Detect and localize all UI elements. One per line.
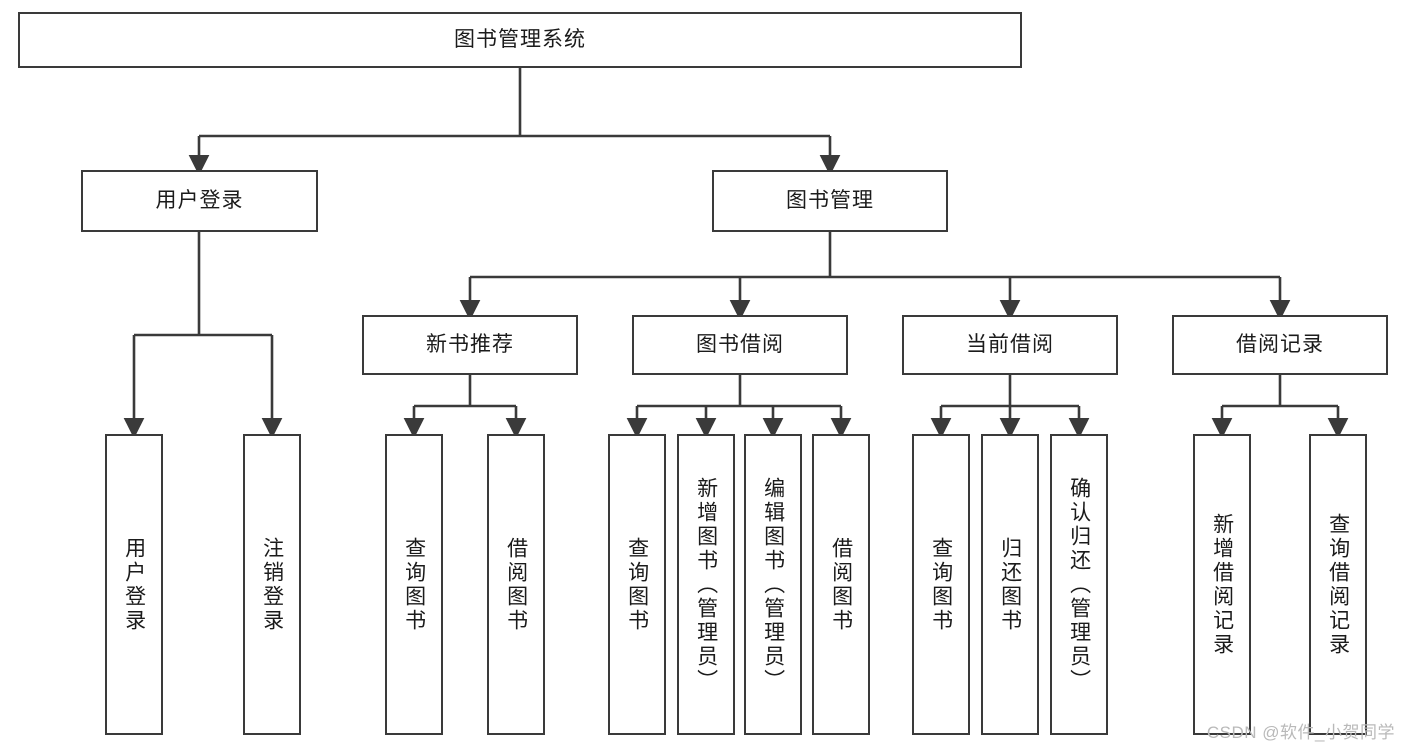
leaf-user-login-login[interactable]: 用户登录 [105, 434, 163, 735]
node-label: 编辑图书（管理员） [761, 476, 785, 693]
node-label: 图书管理 [786, 188, 874, 212]
node-new-book-recommend[interactable]: 新书推荐 [362, 315, 578, 375]
node-label: 借阅图书 [829, 536, 853, 633]
leaf-current-return-book[interactable]: 归还图书 [981, 434, 1039, 735]
node-current-borrow[interactable]: 当前借阅 [902, 315, 1118, 375]
node-label: 图书管理系统 [454, 27, 586, 51]
leaf-borrow-add-book[interactable]: 新增图书（管理员） [677, 434, 735, 735]
node-label: 归还图书 [998, 536, 1022, 633]
node-label: 用户登录 [155, 188, 244, 212]
node-user-login[interactable]: 用户登录 [81, 170, 318, 232]
node-label: 确认归还（管理员） [1067, 476, 1091, 693]
leaf-borrow-borrow-book[interactable]: 借阅图书 [812, 434, 870, 735]
node-label: 借阅记录 [1236, 332, 1324, 356]
leaf-current-confirm-return[interactable]: 确认归还（管理员） [1050, 434, 1108, 735]
watermark-text: CSDN @软件_小贺同学 [1206, 723, 1395, 742]
leaf-new-book-borrow[interactable]: 借阅图书 [487, 434, 545, 735]
node-label: 查询借阅记录 [1326, 512, 1350, 657]
node-label: 新增借阅记录 [1210, 512, 1234, 657]
node-label: 新书推荐 [426, 332, 514, 356]
node-book-borrow[interactable]: 图书借阅 [632, 315, 848, 375]
node-label: 当前借阅 [966, 332, 1054, 356]
leaf-new-book-query[interactable]: 查询图书 [385, 434, 443, 735]
node-borrow-record[interactable]: 借阅记录 [1172, 315, 1388, 375]
node-label: 查询图书 [929, 536, 953, 633]
leaf-record-query[interactable]: 查询借阅记录 [1309, 434, 1367, 735]
node-label: 注销登录 [260, 536, 284, 633]
leaf-borrow-edit-book[interactable]: 编辑图书（管理员） [744, 434, 802, 735]
leaf-user-login-logout[interactable]: 注销登录 [243, 434, 301, 735]
node-label: 借阅图书 [504, 536, 528, 633]
node-label: 用户登录 [122, 536, 146, 633]
node-label: 查询图书 [625, 536, 649, 633]
leaf-record-add[interactable]: 新增借阅记录 [1193, 434, 1251, 735]
leaf-borrow-query-book[interactable]: 查询图书 [608, 434, 666, 735]
node-book-management[interactable]: 图书管理 [712, 170, 948, 232]
node-label: 新增图书（管理员） [694, 476, 718, 693]
node-label: 查询图书 [402, 536, 426, 633]
node-label: 图书借阅 [696, 332, 784, 356]
leaf-current-query-book[interactable]: 查询图书 [912, 434, 970, 735]
node-root-system[interactable]: 图书管理系统 [18, 12, 1022, 68]
